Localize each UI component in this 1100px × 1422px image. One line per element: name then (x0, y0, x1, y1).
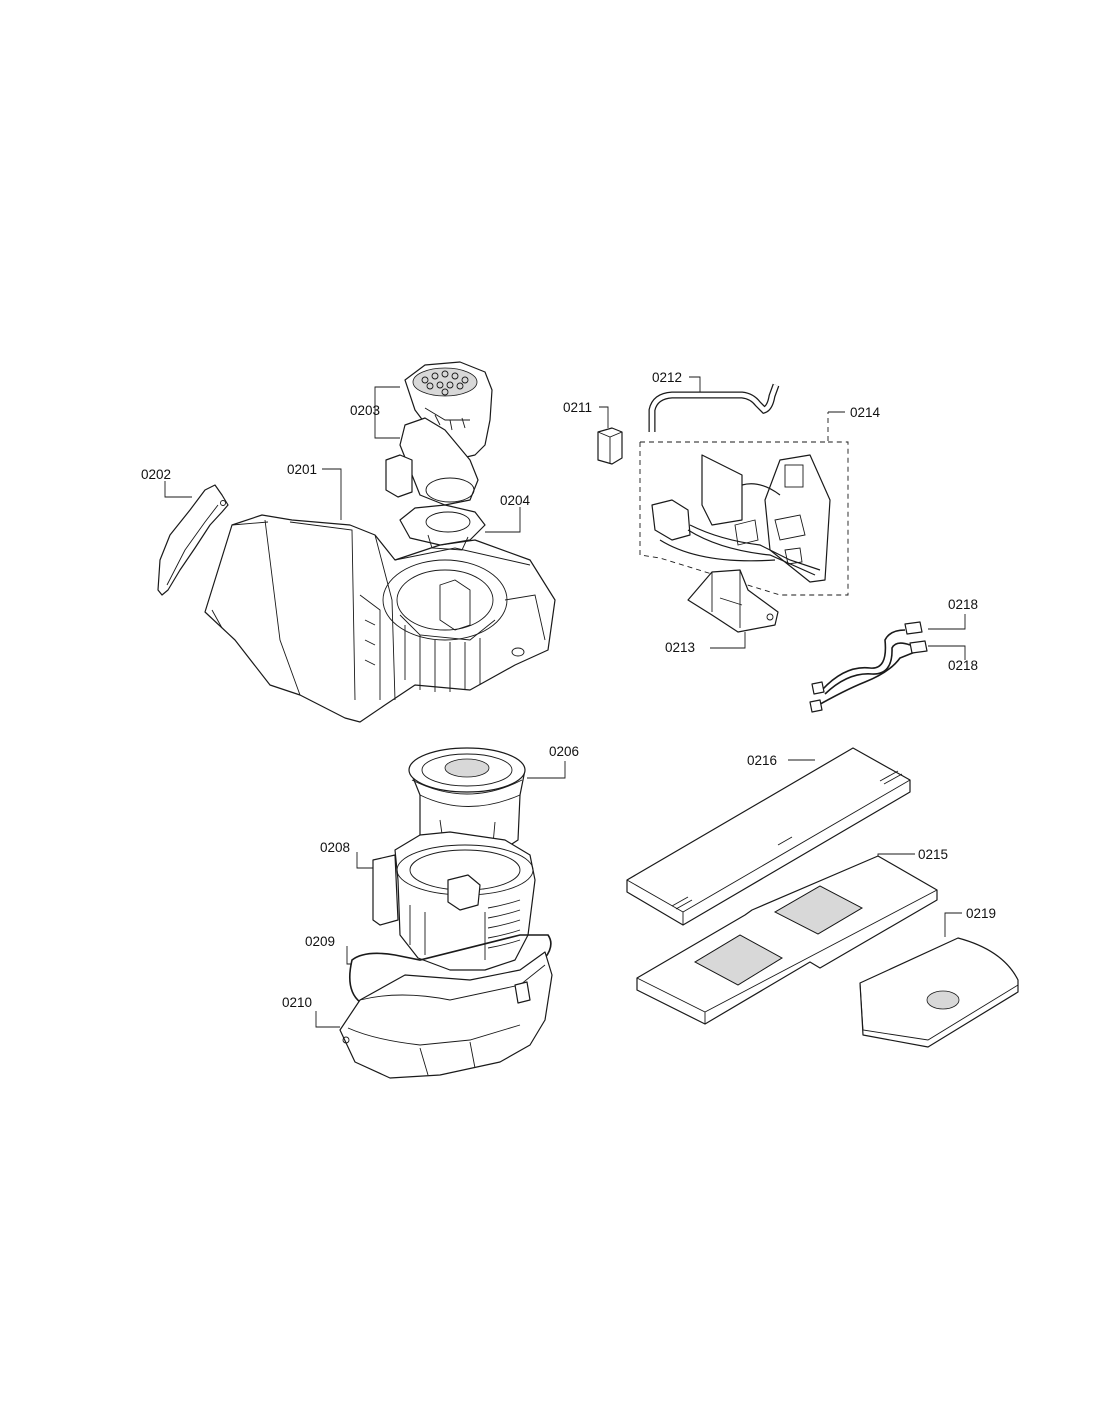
part-0215-frame[interactable]: 0215 (636, 847, 948, 1025)
part-0219-pad[interactable]: 0219 (859, 906, 1019, 1048)
label-0208: 0208 (320, 840, 350, 855)
label-0201: 0201 (287, 462, 317, 477)
label-0212: 0212 (652, 370, 682, 385)
label-0213: 0213 (665, 640, 695, 655)
part-0202-side-panel[interactable]: 0202 (141, 467, 229, 596)
part-0214-control-board[interactable]: 0214 (639, 405, 881, 596)
label-0214: 0214 (850, 405, 881, 420)
label-0218-lower: 0218 (948, 658, 978, 673)
label-0204: 0204 (500, 493, 531, 508)
part-0201-housing[interactable]: 0201 (204, 462, 556, 723)
part-0212-hose[interactable]: 0212 (648, 370, 780, 432)
part-0210-base-tub[interactable]: 0210 (282, 951, 553, 1079)
label-0206: 0206 (549, 744, 579, 759)
part-0216-panel[interactable]: 0216 (626, 747, 911, 926)
part-0211-plug[interactable]: 0211 (563, 400, 623, 465)
part-0218-wire-harness[interactable]: 0218 0218 (809, 597, 978, 713)
label-0218-upper: 0218 (948, 597, 978, 612)
part-0208-motor-housing[interactable]: 0208 (320, 831, 536, 971)
part-0203-filter-cover[interactable]: 0203 (350, 361, 493, 506)
label-0215: 0215 (918, 847, 948, 862)
label-0216: 0216 (747, 753, 777, 768)
label-0210: 0210 (282, 995, 312, 1010)
label-0202: 0202 (141, 467, 171, 482)
label-0203: 0203 (350, 403, 380, 418)
label-0211: 0211 (563, 400, 592, 415)
label-0219: 0219 (966, 906, 996, 921)
part-0204-seal-ring[interactable]: 0204 (399, 493, 531, 551)
part-0213-bracket[interactable]: 0213 (665, 569, 779, 655)
label-0209: 0209 (305, 934, 335, 949)
